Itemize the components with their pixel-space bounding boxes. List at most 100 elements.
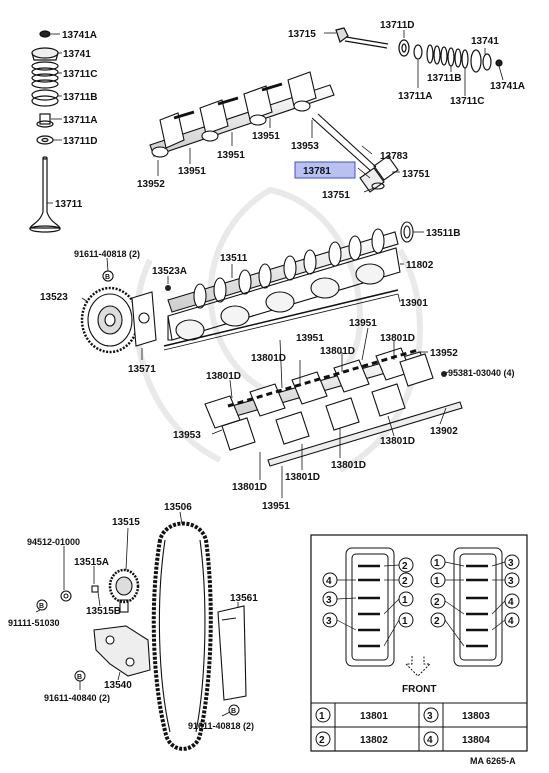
label-13571: 13571	[128, 364, 156, 375]
label-13951-d: 13951	[349, 318, 377, 329]
label-13801d-6: 13801D	[331, 460, 366, 471]
label-13951-e: 13951	[296, 333, 324, 344]
front-label: FRONT	[402, 684, 436, 695]
svg-text:B: B	[39, 603, 44, 610]
label-13801d-3: 13801D	[320, 346, 355, 357]
left-bank-drawing	[345, 547, 395, 667]
cam-bearing-housing	[163, 247, 401, 351]
svg-text:4: 4	[326, 576, 332, 587]
marker-leaders	[336, 561, 506, 647]
rocker-assembly-top	[149, 71, 335, 158]
label-13951-c: 13951	[252, 131, 280, 142]
badge-b-91611-40840: B	[74, 670, 86, 682]
small-hardware	[60, 585, 99, 602]
leader-lines-chain	[35, 511, 239, 717]
label-13741-right: 13741	[471, 36, 499, 47]
label-13741a-right: 13741A	[490, 81, 525, 92]
valve-stack-left	[29, 30, 61, 233]
label-13781-highlighted[interactable]: 13781	[303, 166, 331, 177]
svg-text:1: 1	[402, 595, 408, 606]
legend-entries: 1 13801 3 13803 2 13802 4 13804	[315, 707, 490, 747]
svg-text:1: 1	[319, 711, 325, 722]
svg-text:2: 2	[434, 597, 440, 608]
part-labels-top-rocker: 13952 13951 13951 13951 13953 13783 1375…	[137, 131, 430, 201]
label-13711b-right: 13711B	[427, 73, 461, 84]
svg-text:3: 3	[326, 595, 332, 606]
svg-text:3: 3	[508, 558, 514, 569]
svg-text:13803: 13803	[462, 711, 490, 722]
label-13515: 13515	[112, 517, 140, 528]
valve-spring-left	[31, 61, 59, 89]
highlighted-part-box[interactable]	[294, 161, 356, 179]
label-95381: 95381-03040 (4)	[448, 368, 515, 378]
label-13801d-8: 13801D	[232, 482, 267, 493]
label-13711b-left: 13711B	[63, 92, 97, 103]
label-13711a-left: 13711A	[63, 115, 97, 126]
rocker-assembly-bottom	[204, 347, 463, 467]
svg-text:3: 3	[326, 616, 332, 627]
label-13951-a: 13951	[178, 166, 206, 177]
valve-stack-right	[335, 27, 503, 73]
chain-gear	[108, 568, 140, 613]
label-13801d-5: 13801D	[380, 436, 415, 447]
reference-code: MA 6265-A	[470, 756, 516, 766]
svg-text:B: B	[105, 274, 110, 281]
badge-b-91611-40818-b: B	[228, 704, 240, 716]
label-13711d-left: 13711D	[63, 136, 97, 147]
leader-lines-bottom-rocker	[211, 327, 449, 498]
part-labels-bottom-rocker: 13951 13951 13801D 13801D 13801D 13952 9…	[173, 318, 515, 512]
svg-text:2: 2	[402, 576, 408, 587]
label-94512: 94512-01000	[27, 537, 80, 547]
label-13953-mid: 13953	[173, 430, 201, 441]
svg-text:4: 4	[427, 735, 433, 746]
label-13751-b: 13751	[322, 190, 350, 201]
leader-lines-camshaft	[81, 231, 424, 360]
label-13711a-right: 13711A	[398, 91, 432, 102]
leader-lines-right-stack	[324, 30, 504, 96]
label-91611-40840: 91611-40840 (2)	[44, 693, 110, 703]
inset-panel: 2 4 2 3 1 3 1 1 3 1 3 2 4	[310, 534, 528, 752]
label-13952-top: 13952	[137, 179, 165, 190]
label-13741a-left: 13741A	[62, 30, 97, 41]
label-13711c-left: 13711C	[63, 69, 97, 80]
front-arrow-icon	[404, 656, 432, 677]
svg-text:4: 4	[508, 616, 514, 627]
label-13953-top: 13953	[291, 141, 319, 152]
label-13801d-7: 13801D	[285, 472, 320, 483]
label-13561: 13561	[230, 593, 258, 604]
label-13523: 13523	[40, 292, 68, 303]
label-11802: 11802	[406, 260, 434, 271]
camshaft	[167, 221, 414, 313]
label-13711: 13711	[55, 199, 83, 210]
label-13741-left: 13741	[63, 49, 91, 60]
left-bank-markers: 2 4 2 3 1 3 1	[322, 557, 414, 628]
label-13801d-2: 13801D	[251, 353, 286, 364]
label-13951-b: 13951	[217, 150, 245, 161]
label-13711c-right: 13711C	[450, 96, 484, 107]
svg-text:1: 1	[434, 576, 440, 587]
label-13511: 13511	[220, 253, 248, 264]
svg-text:1: 1	[402, 616, 408, 627]
svg-text:3: 3	[508, 576, 514, 587]
part-labels-right-stack: 13715 13711D 13741 13711B 13741A 13711A …	[288, 20, 525, 107]
svg-text:4: 4	[508, 597, 514, 608]
bolt-13523a	[165, 285, 171, 291]
legend-table	[310, 702, 528, 752]
label-13515a: 13515A	[74, 557, 109, 568]
label-13951-f: 13951	[262, 501, 290, 512]
svg-text:3: 3	[427, 711, 433, 722]
svg-text:2: 2	[402, 561, 408, 572]
timing-chain	[151, 521, 213, 751]
label-13751-a: 13751	[402, 169, 430, 180]
label-13783: 13783	[380, 151, 408, 162]
label-91611-40818-a: 91611-40818 (2)	[74, 249, 140, 259]
cam-lobes	[193, 228, 385, 309]
part-labels-camshaft: 91611-40818 (2) 13523A 13511 13511B 1180…	[40, 228, 460, 375]
svg-text:13804: 13804	[462, 735, 490, 746]
svg-text:2: 2	[434, 616, 440, 627]
svg-text:13802: 13802	[360, 735, 388, 746]
label-91611-40818-b: 91611-40818 (2)	[188, 721, 254, 731]
svg-text:B: B	[231, 708, 236, 715]
